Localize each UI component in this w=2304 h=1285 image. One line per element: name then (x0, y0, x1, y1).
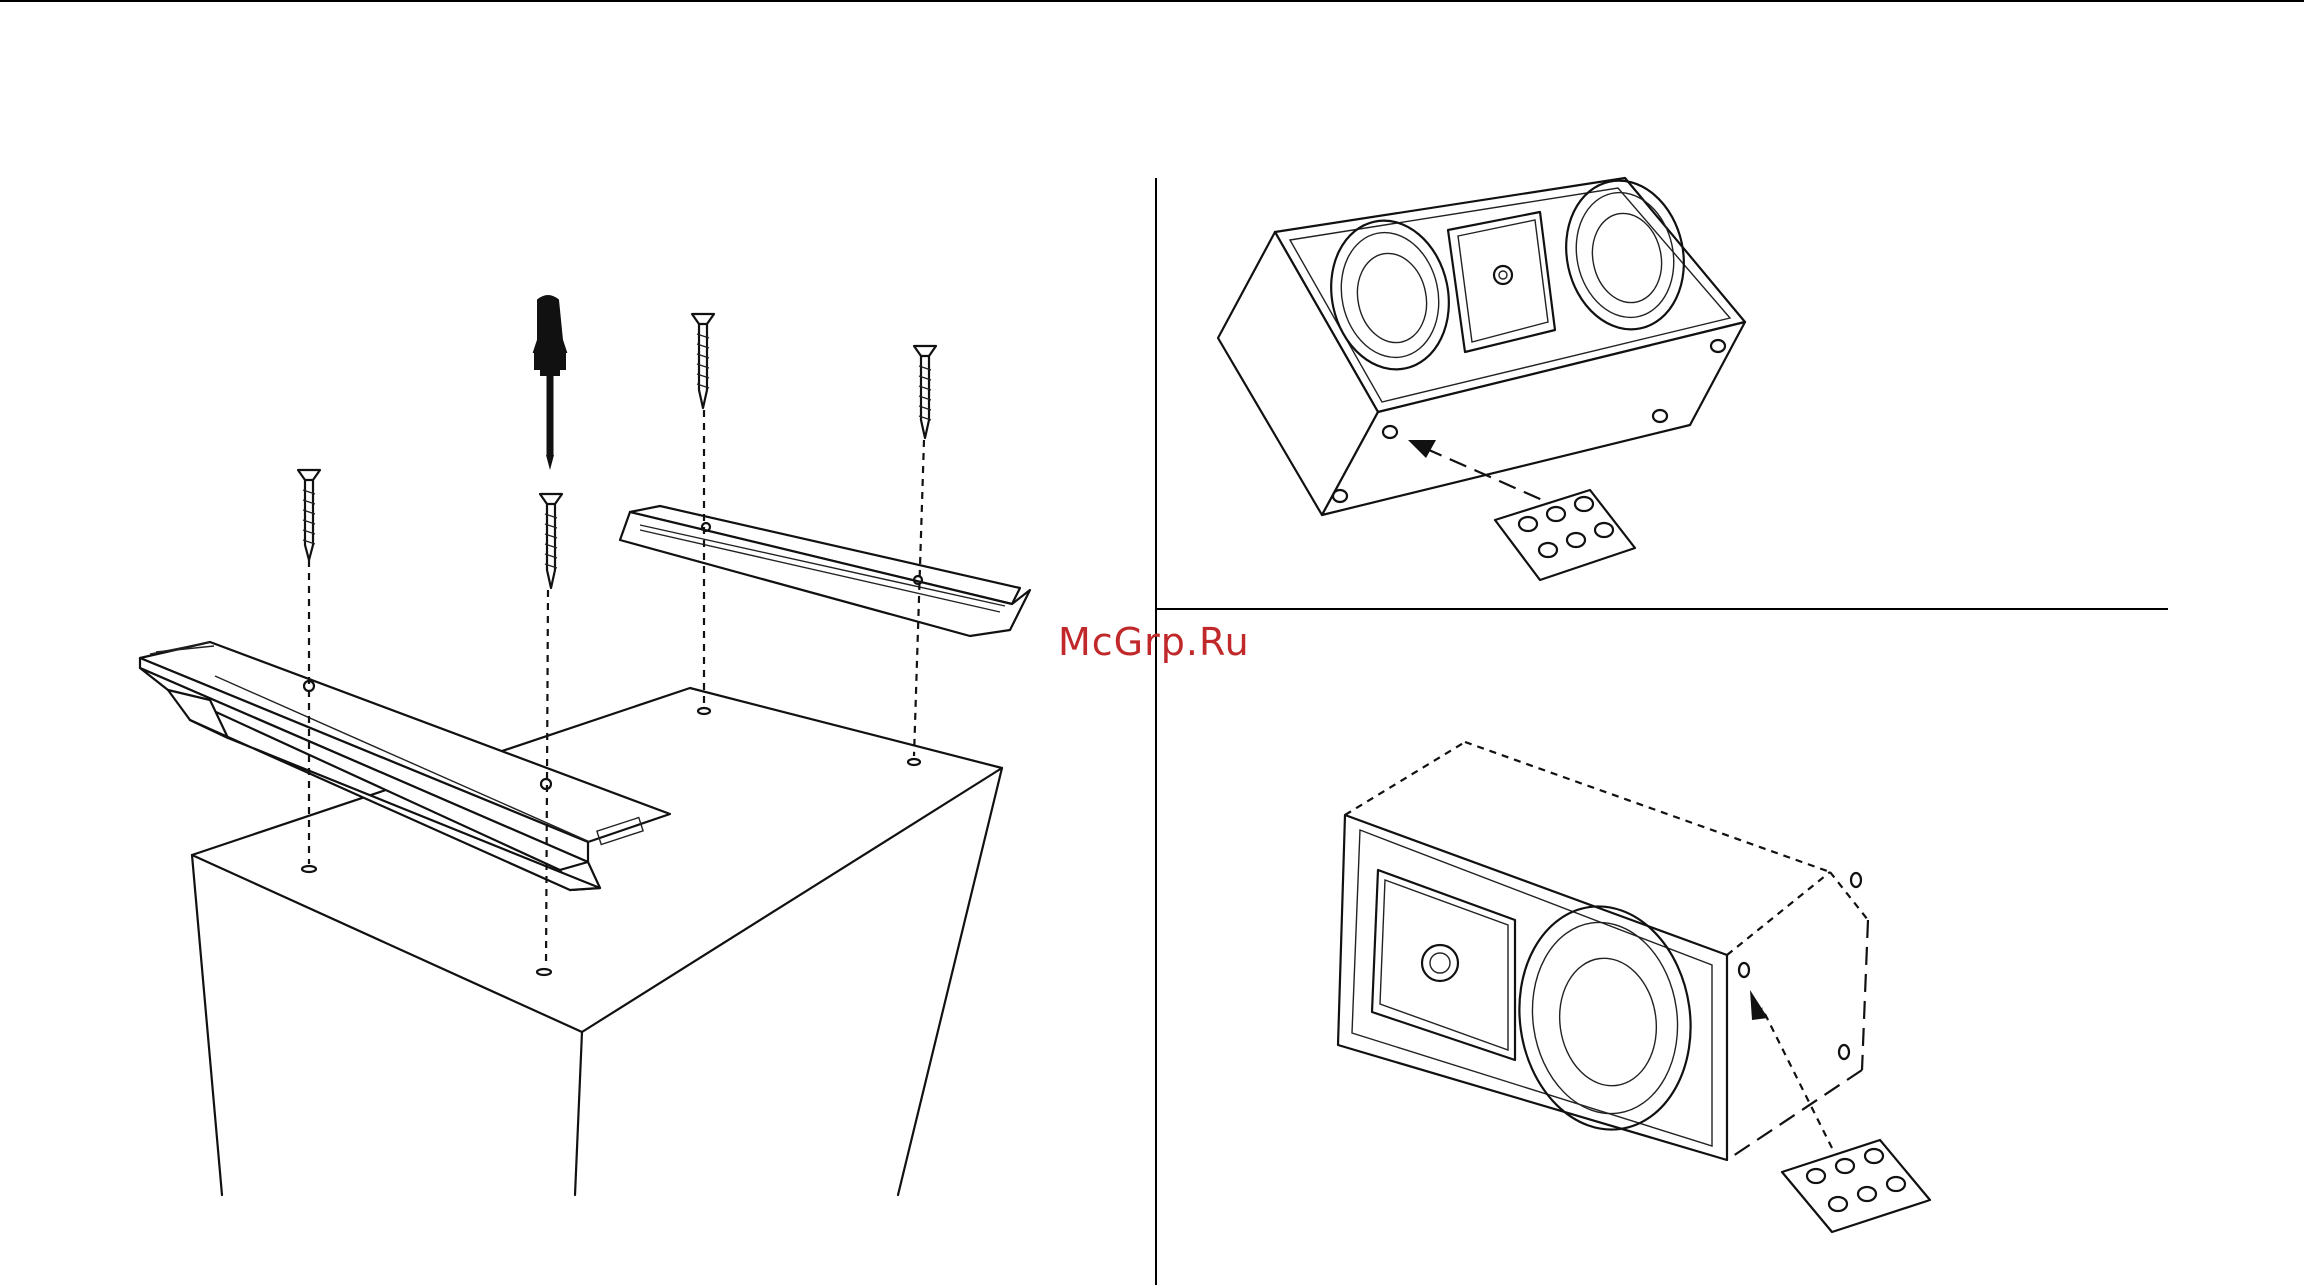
rubber-foot-icon (1782, 1140, 1930, 1232)
side-speaker-illustration (1160, 720, 2160, 1280)
tweeter-horn (1448, 212, 1555, 352)
arrow-icon (1750, 990, 1832, 1148)
center-speaker-illustration (1160, 170, 2160, 600)
stand-bar-back (620, 506, 1030, 636)
stand-assembly-illustration (0, 0, 1150, 1285)
screw-icon (298, 470, 320, 560)
screw-icon (540, 494, 562, 588)
screw-icon (914, 346, 936, 438)
panel-divider-vertical (1155, 178, 1157, 1285)
screwdriver-icon (534, 296, 566, 470)
screw-icon (692, 314, 714, 408)
watermark: McGrp.Ru (1058, 620, 1250, 664)
cabinet (192, 688, 1002, 1195)
panel-divider-horizontal (1155, 608, 2168, 610)
rubber-foot-icon (1495, 490, 1635, 580)
